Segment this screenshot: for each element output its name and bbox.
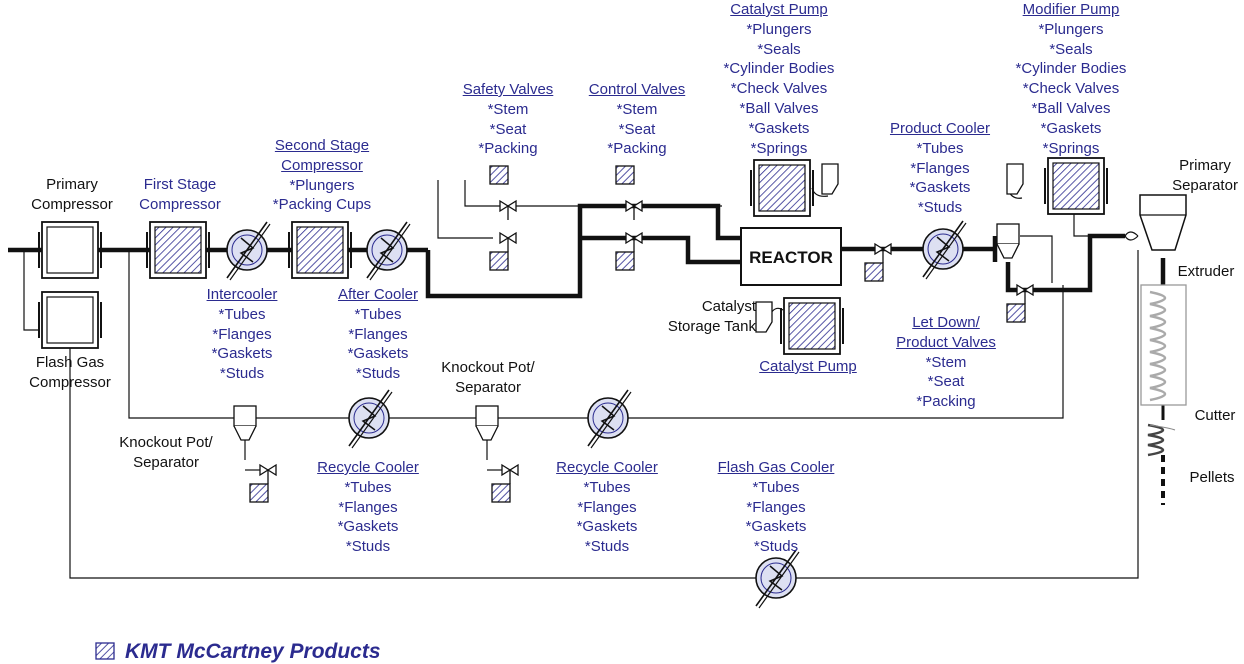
control-valve-upper-packing	[615, 165, 635, 185]
modifier-pump-label: Modifier Pump *Plungers *Seals *Cylinder…	[1000, 0, 1142, 158]
intercooler-label: Intercooler *Tubes *Flanges *Gaskets *St…	[190, 285, 294, 384]
knockout-pot-left-symbol	[233, 405, 257, 441]
safety-valves-label: Safety Valves *Stem *Seat *Packing	[446, 80, 570, 159]
safety-valve-upper	[499, 200, 517, 221]
knockout-valve-left-packing	[249, 483, 269, 503]
primary-compressor-label: Primary Compressor	[31, 176, 113, 213]
catalyst-tank-top	[821, 163, 839, 195]
recycle-cooler-1-symbol	[348, 389, 393, 449]
recycle-cooler-1-title[interactable]: Recycle Cooler	[317, 459, 419, 476]
product-cooler-symbol	[922, 220, 967, 280]
knockout-valve-mid-packing	[491, 483, 511, 503]
flash-gas-compressor	[38, 291, 102, 349]
control-valves-title[interactable]: Control Valves	[588, 81, 686, 98]
recycle-cooler-2-label: Recycle Cooler *Tubes *Flanges *Gaskets …	[539, 458, 675, 557]
product-cooler-label: Product Cooler *Tubes *Flanges *Gaskets …	[874, 119, 1006, 218]
primary-separator-symbol	[1139, 194, 1187, 251]
modifier-pump-symbol	[1044, 157, 1108, 215]
safety-valve-lower	[499, 232, 517, 253]
after-cooler-symbol	[366, 221, 411, 281]
product-cooler-title[interactable]: Product Cooler	[889, 120, 991, 137]
knockout-pot-left-label: Knockout Pot/ Separator	[119, 434, 213, 471]
product-valve-packing	[864, 262, 884, 282]
let-down-title-1[interactable]: Let Down/	[912, 314, 980, 331]
catalyst-pump-top-label: Catalyst Pump *Plungers *Seals *Cylinder…	[708, 0, 850, 158]
recycle-cooler-1-label: Recycle Cooler *Tubes *Flanges *Gaskets …	[300, 458, 436, 557]
control-valve-lower-packing	[615, 251, 635, 271]
flash-gas-cooler-symbol	[755, 549, 800, 609]
control-valves-label: Control Valves *Stem *Seat *Packing	[574, 80, 700, 159]
knockout-pot-mid-label: Knockout Pot/ Separator	[441, 359, 535, 396]
legend-label: KMT McCartney Products	[125, 640, 381, 663]
intercooler-title[interactable]: Intercooler	[206, 286, 278, 303]
second-stage-compressor	[288, 221, 352, 279]
second-stage-compressor-title-1[interactable]: Second Stage	[274, 137, 370, 154]
first-stage-compressor	[146, 221, 210, 279]
second-stage-compressor-title-2[interactable]: Compressor	[281, 156, 363, 174]
catalyst-storage-tank-label: Catalyst Storage Tank	[667, 298, 756, 335]
flash-gas-cooler-label: Flash Gas Cooler *Tubes *Flanges *Gasket…	[706, 458, 846, 557]
intercooler-symbol	[226, 221, 271, 281]
modifier-pump-title[interactable]: Modifier Pump	[1022, 1, 1120, 18]
safety-valve-upper-packing	[489, 165, 509, 185]
safety-valves-title[interactable]: Safety Valves	[462, 81, 554, 98]
after-cooler-title[interactable]: After Cooler	[337, 286, 419, 303]
modifier-tank	[1006, 163, 1024, 195]
let-down-valves-label: Let Down/ Product Valves *Stem *Seat *Pa…	[876, 313, 1016, 412]
after-cooler-label: After Cooler *Tubes *Flanges *Gaskets *S…	[322, 285, 434, 384]
primary-compressor	[38, 221, 102, 279]
recycle-cooler-2-symbol	[587, 389, 632, 449]
reactor-vessel	[740, 227, 842, 286]
extruder-label: Extruder	[1177, 263, 1235, 280]
second-stage-compressor-label: Second Stage Compressor *Plungers *Packi…	[258, 136, 386, 215]
legend: KMT McCartney Products	[95, 640, 381, 664]
recycle-cooler-2-title[interactable]: Recycle Cooler	[556, 459, 658, 476]
cutter-symbol	[1147, 423, 1176, 457]
pellets-label: Pellets	[1189, 469, 1235, 486]
flash-gas-cooler-title[interactable]: Flash Gas Cooler	[717, 459, 835, 476]
primary-separator-label: Primary Separator	[1172, 157, 1238, 194]
first-stage-compressor-label: First Stage Compressor	[139, 176, 221, 213]
flash-gas-compressor-label: Flash Gas Compressor	[29, 354, 111, 391]
let-down-title-2[interactable]: Product Valves	[896, 333, 996, 351]
cutter-label: Cutter	[1194, 407, 1236, 424]
safety-valve-lower-packing	[489, 251, 509, 271]
catalyst-storage-tank-symbol	[755, 301, 773, 333]
catalyst-pump-bottom-label: Catalyst Pump	[744, 357, 872, 377]
catalyst-pump-bottom-title[interactable]: Catalyst Pump	[759, 358, 857, 375]
knockout-pot-mid-symbol	[475, 405, 499, 441]
legend-hatch-swatch	[95, 642, 115, 660]
knockout-valve-left	[259, 464, 277, 485]
extruder-symbol	[1140, 284, 1187, 406]
catalyst-pump-bottom-symbol	[780, 297, 844, 355]
catalyst-pump-top-symbol	[750, 159, 814, 217]
let-down-pot	[996, 223, 1020, 259]
catalyst-pump-top-title[interactable]: Catalyst Pump	[730, 1, 828, 18]
knockout-valve-mid	[501, 464, 519, 485]
reactor-label: REACTOR	[749, 248, 833, 267]
